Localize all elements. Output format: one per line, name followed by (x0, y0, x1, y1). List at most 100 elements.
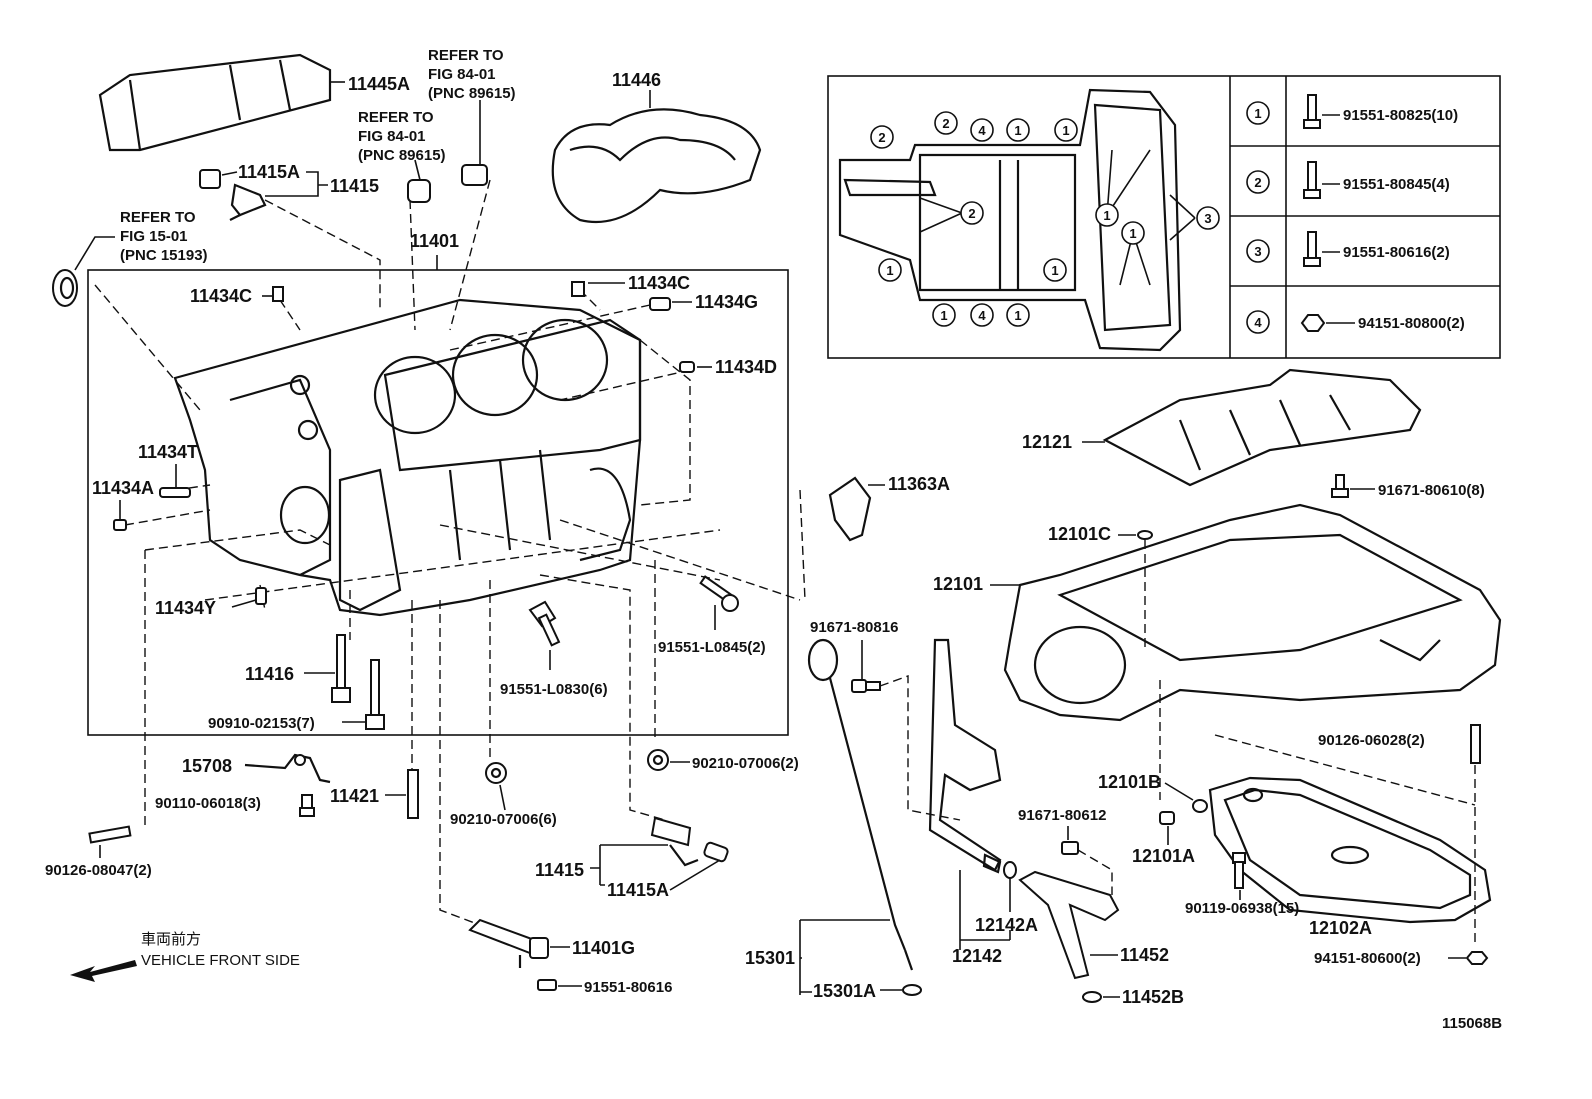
label-91671-80610: 91671-80610(8) (1378, 482, 1485, 499)
nut-94151-80600[interactable] (1465, 951, 1489, 965)
pin-11434D[interactable] (679, 361, 695, 373)
label-11452: 11452 (1120, 945, 1169, 965)
oring-12101C[interactable] (1137, 530, 1153, 540)
washer-12101B[interactable] (1192, 799, 1208, 813)
pin-11434T[interactable] (159, 487, 191, 498)
dipstick-15301[interactable] (807, 638, 914, 971)
svg-text:4: 4 (978, 308, 986, 323)
stud-11421[interactable] (407, 769, 419, 819)
label-90110-06018: 90110-06018(3) (155, 795, 261, 812)
oring-15301A[interactable] (902, 984, 922, 996)
bolt-91551-80616[interactable] (537, 979, 557, 991)
refer-to-fig-84-01-a[interactable]: REFER TO FIG 84-01 (PNC 89615) (428, 47, 516, 102)
svg-text:1: 1 (1129, 226, 1136, 241)
pin-11434A[interactable] (113, 519, 127, 531)
sensor-89615-a[interactable] (461, 164, 488, 186)
svg-text:1: 1 (886, 263, 893, 278)
label-91551-L0830: 91551-L0830(6) (500, 681, 608, 698)
part-12121-baffle[interactable] (1102, 368, 1422, 487)
vehicle-front-jp: 車両前方 (141, 930, 201, 948)
oil-pan-12101[interactable] (1003, 503, 1502, 722)
legend-part-3: 91551-80616(2) (1343, 244, 1450, 261)
legend-row-3: 3 91551-80616(2) (1246, 231, 1450, 267)
bolt-91671-80612[interactable] (1061, 841, 1079, 855)
stud-90126-06028[interactable] (1470, 724, 1481, 764)
dipstick-guide-12142[interactable] (928, 638, 1002, 874)
label-90126-08047: 90126-08047(2) (45, 862, 152, 879)
label-90210-07006-6: 90210-07006(6) (450, 811, 557, 828)
oil-seal-15193[interactable] (52, 269, 78, 307)
sensor-11401G[interactable] (468, 918, 549, 968)
part-11415-ocv-bottom[interactable] (650, 816, 729, 867)
refer2-line1: REFER TO (358, 109, 434, 126)
plug-90210-07006-left[interactable] (485, 762, 507, 784)
legend-row-4: 4 94151-80800(2) (1246, 310, 1465, 334)
label-11445A: 11445A (348, 74, 410, 94)
bolt-91551-L0845[interactable] (699, 575, 739, 612)
label-11415A-bottom: 11415A (607, 880, 669, 900)
refer3-line2: FIG 15-01 (120, 228, 188, 245)
legend-part-1: 91551-80825(10) (1343, 107, 1458, 124)
label-12101B: 12101B (1098, 772, 1161, 792)
svg-text:4: 4 (978, 123, 986, 138)
label-90119-06938: 90119-06938(15) (1185, 900, 1299, 917)
part-11446-gasket[interactable] (551, 108, 762, 224)
pipe-11452[interactable] (1018, 870, 1120, 980)
bolt-90110-06018[interactable] (299, 794, 315, 817)
vehicle-front-arrow (70, 960, 137, 982)
legend-row-2: 2 91551-80845(4) (1246, 161, 1450, 199)
part-11415-ocv-top[interactable] (199, 169, 267, 221)
label-11434A: 11434A (92, 478, 154, 498)
part-11363A-cap[interactable] (828, 476, 872, 542)
svg-text:1: 1 (1051, 263, 1058, 278)
bolt-91671-80610[interactable] (1331, 474, 1349, 498)
label-12101C: 12101C (1048, 524, 1111, 544)
part-15708-bracket[interactable] (244, 753, 331, 784)
svg-text:3: 3 (1254, 244, 1261, 259)
pin-11434C-right[interactable] (571, 281, 585, 297)
label-11401G: 11401G (572, 938, 635, 958)
inset-callouts: 2 2 4 1 1 2 1 1 3 1 1 1 4 1 (870, 111, 1220, 327)
refer-to-fig-15-01[interactable]: REFER TO FIG 15-01 (PNC 15193) (120, 209, 208, 264)
svg-text:1: 1 (940, 308, 947, 323)
svg-text:1: 1 (1062, 123, 1069, 138)
label-12142: 12142 (952, 946, 1002, 966)
plug-90210-07006-right[interactable] (647, 749, 669, 771)
svg-text:1: 1 (1103, 208, 1110, 223)
label-11434D: 11434D (715, 357, 777, 377)
svg-text:1: 1 (1014, 123, 1021, 138)
label-91551-80616: 91551-80616 (584, 979, 672, 996)
bolt-91671-80816[interactable] (851, 679, 881, 693)
legend-part-4: 94151-80800(2) (1358, 315, 1465, 332)
bolt-90119-06938[interactable] (1232, 852, 1246, 889)
svg-text:2: 2 (1254, 175, 1261, 190)
cylinder-block-drawing[interactable] (173, 298, 642, 617)
refer1-line2: FIG 84-01 (428, 66, 496, 83)
label-11434C-left: 11434C (190, 286, 252, 306)
diagram-id: 115068B (1442, 1015, 1502, 1032)
refer2-line3: (PNC 89615) (358, 147, 446, 164)
bolt-90910-02153[interactable] (365, 659, 385, 730)
bolt-11416[interactable] (331, 634, 351, 703)
pin-11434C-left[interactable] (272, 286, 284, 302)
bolt-91551-L0830[interactable] (528, 600, 561, 647)
stud-90126-08047[interactable] (88, 825, 132, 844)
label-12121: 12121 (1022, 432, 1072, 452)
label-11415-bottom: 11415 (535, 860, 584, 880)
refer3-line1: REFER TO (120, 209, 196, 226)
oring-11452B[interactable] (1082, 991, 1102, 1003)
label-15708: 15708 (182, 756, 232, 776)
svg-text:1: 1 (1254, 106, 1261, 121)
label-90210-07006-2: 90210-07006(2) (692, 755, 799, 772)
pin-11434G[interactable] (649, 297, 671, 311)
label-91671-80612: 91671-80612 (1018, 807, 1106, 824)
refer1-line3: (PNC 89615) (428, 85, 516, 102)
sensor-89615-b[interactable] (407, 179, 431, 203)
svg-text:2: 2 (878, 130, 885, 145)
label-90910-02153: 90910-02153(7) (208, 715, 315, 732)
refer-to-fig-84-01-b[interactable]: REFER TO FIG 84-01 (PNC 89615) (358, 109, 446, 164)
oring-12142A[interactable] (1003, 861, 1017, 879)
part-11445A-cover[interactable] (98, 53, 332, 152)
pin-11434Y[interactable] (255, 587, 267, 605)
plug-12101A[interactable] (1159, 811, 1175, 825)
